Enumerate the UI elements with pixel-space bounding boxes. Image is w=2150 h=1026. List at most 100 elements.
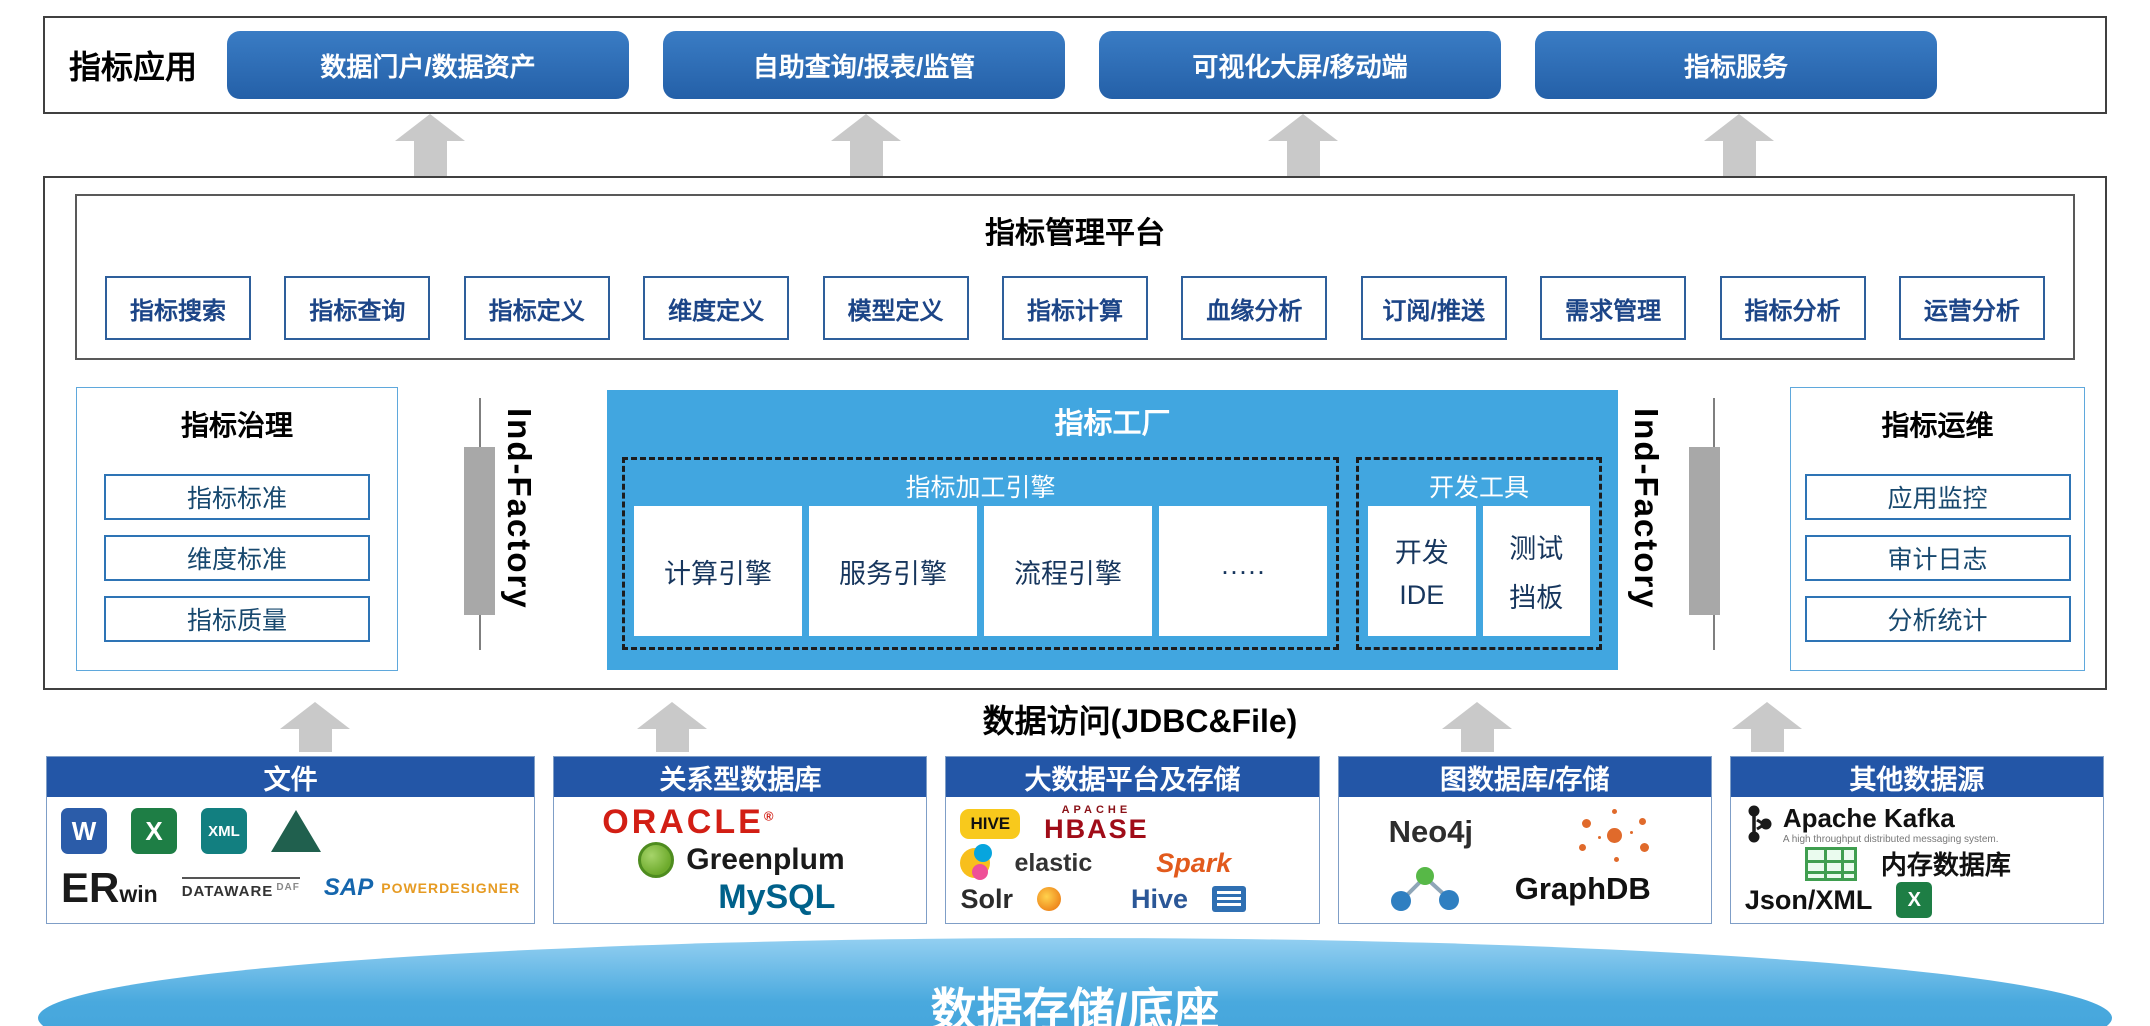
platform-box: 指标管理平台 指标搜索 指标查询 指标定义 维度定义 模型定义 指标计算 血缘分… (43, 176, 2107, 690)
governance-item: 指标质量 (104, 596, 370, 642)
kafka-logo: Apache Kafka A high throughput distribut… (1745, 803, 2089, 845)
factory-title: 指标工厂 (1054, 408, 1171, 440)
app-button-self-query: 自助查询/报表/监管 (663, 31, 1066, 99)
app-button-indicator-service: 指标服务 (1535, 31, 1938, 99)
oracle-logo: ORACLE® (602, 803, 777, 841)
feature-box: 指标计算 (1001, 276, 1148, 340)
storage-label: 数据存储/底座 (930, 984, 1220, 1026)
right-rail-label: Ind-Factory (1628, 408, 1665, 610)
memdb-label: 内存数据库 (1880, 850, 2011, 880)
app-layer-box: 指标应用 数据门户/数据资产 自助查询/报表/监管 可视化大屏/移动端 指标服务 (43, 16, 2107, 114)
storage-base: 数据存储/底座 (38, 938, 2112, 1026)
left-rail-bar (464, 447, 495, 615)
devtool-box: 测试 挡板 (1482, 506, 1590, 636)
elastic-icon (960, 844, 993, 881)
engine-group-title: 指标加工引擎 (905, 474, 1056, 502)
ops-item: 分析统计 (1804, 596, 2071, 642)
datasource-card-title: 关系型数据库 (554, 757, 927, 797)
management-platform-title: 指标管理平台 (985, 217, 1165, 250)
feature-box: 指标分析 (1719, 276, 1866, 340)
solr-logo: Solr (960, 883, 1013, 914)
up-arrow (1268, 114, 1338, 176)
hive-logo: Hive (1130, 883, 1188, 914)
datasource-card-title: 文件 (47, 757, 535, 797)
feature-box: 运营分析 (1898, 276, 2045, 340)
spark-logo: Spark (1156, 847, 1232, 878)
datasource-card-title: 其他数据源 (1730, 757, 2103, 797)
feature-box: 指标搜索 (105, 276, 251, 340)
feature-box: 指标定义 (463, 276, 610, 340)
feature-box: 指标查询 (284, 276, 431, 340)
up-arrow (1442, 702, 1512, 752)
up-arrow (1732, 702, 1802, 752)
hive-bee-icon: HIVE (960, 809, 1021, 840)
devtools-group-title: 开发工具 (1428, 474, 1529, 502)
feature-box: 模型定义 (822, 276, 969, 340)
engine-box: 流程引擎 (984, 506, 1152, 636)
datasource-card-title: 大数据平台及存储 (946, 757, 1319, 797)
molecule-icon (1390, 866, 1459, 911)
ops-panel: 指标运维 应用监控 审计日志 分析统计 (1790, 387, 2085, 671)
factory-panel: 指标工厂 指标加工引擎 计算引擎 服务引擎 流程引擎 ····· 开发工具 开发… (607, 390, 1618, 670)
kafka-icon (1748, 805, 1772, 843)
feature-row: 指标搜索 指标查询 指标定义 维度定义 模型定义 指标计算 血缘分析 订阅/推送… (105, 276, 2045, 340)
xml-icon: XML (201, 808, 247, 854)
engine-box: 服务引擎 (809, 506, 977, 636)
hive-book-icon (1212, 886, 1246, 913)
data-access-label: 数据访问(JDBC&File) (982, 703, 1298, 739)
elastic-logo: elastic (1014, 848, 1093, 877)
memdb-table-icon (1804, 846, 1857, 881)
feature-box: 订阅/推送 (1360, 276, 1507, 340)
excel-icon: X (1896, 882, 1933, 918)
feature-box: 血缘分析 (1181, 276, 1328, 340)
jsonxml-label: Json/XML (1744, 884, 1873, 915)
devtools-group-box: 开发工具 开发 IDE 测试 挡板 (1356, 457, 1602, 650)
devtool-box: 开发 IDE (1368, 506, 1476, 636)
ops-item: 应用监控 (1804, 474, 2071, 520)
mysql-logo: MySQL (718, 878, 836, 916)
datasource-card-graph: 图数据库/存储 Neo4j GraphDB (1337, 756, 1712, 924)
app-button-data-portal: 数据门户/数据资产 (227, 31, 630, 99)
hbase-logo: APACHE HBASE (1044, 804, 1149, 845)
engine-box: ····· (1159, 506, 1327, 636)
word-icon: W (61, 808, 107, 854)
app-button-visual-screen: 可视化大屏/移动端 (1099, 31, 1502, 99)
feature-box: 需求管理 (1540, 276, 1687, 340)
datasource-card-other: 其他数据源 Apache Kafka A high throughput dis… (1729, 756, 2104, 924)
neo4j-logo: Neo4j (1388, 813, 1474, 849)
up-arrow (831, 114, 901, 176)
graphdb-dots-icon (1567, 806, 1657, 858)
up-arrow (1704, 114, 1774, 176)
datasource-card-bigdata: 大数据平台及存储 HIVE APACHE HBASE elastic Spark… (945, 756, 1320, 924)
app-layer-label: 指标应用 (69, 49, 198, 85)
left-rail-label: Ind-Factory (501, 408, 538, 610)
datasource-card-rdbms: 关系型数据库 ORACLE® Greenplum MySQL (553, 756, 928, 924)
pyramid-icon (271, 810, 321, 852)
governance-panel: 指标治理 指标标准 维度标准 指标质量 (76, 387, 398, 671)
engine-box: 计算引擎 (634, 506, 802, 636)
up-arrow (395, 114, 465, 176)
up-arrow (280, 702, 350, 752)
graphdb-logo: GraphDB (1514, 870, 1651, 906)
erwin-logo: ERwin (61, 864, 158, 911)
ops-item: 审计日志 (1804, 535, 2071, 581)
app-buttons-row: 数据门户/数据资产 自助查询/报表/监管 可视化大屏/移动端 指标服务 (227, 31, 1938, 99)
greenplum-icon (638, 842, 675, 878)
governance-item: 维度标准 (104, 535, 370, 581)
up-arrow (637, 702, 707, 752)
ops-title: 指标运维 (1881, 410, 1994, 441)
solr-sun-icon (1036, 887, 1061, 912)
datasource-card-title: 图数据库/存储 (1338, 757, 1711, 797)
feature-box: 维度定义 (643, 276, 790, 340)
management-platform-box: 指标管理平台 指标搜索 指标查询 指标定义 维度定义 模型定义 指标计算 血缘分… (75, 194, 2075, 360)
governance-title: 指标治理 (180, 410, 293, 441)
excel-icon: X (131, 808, 177, 854)
right-rail-bar (1689, 447, 1720, 615)
engine-group-box: 指标加工引擎 计算引擎 服务引擎 流程引擎 ····· (622, 457, 1339, 650)
governance-item: 指标标准 (104, 474, 370, 520)
